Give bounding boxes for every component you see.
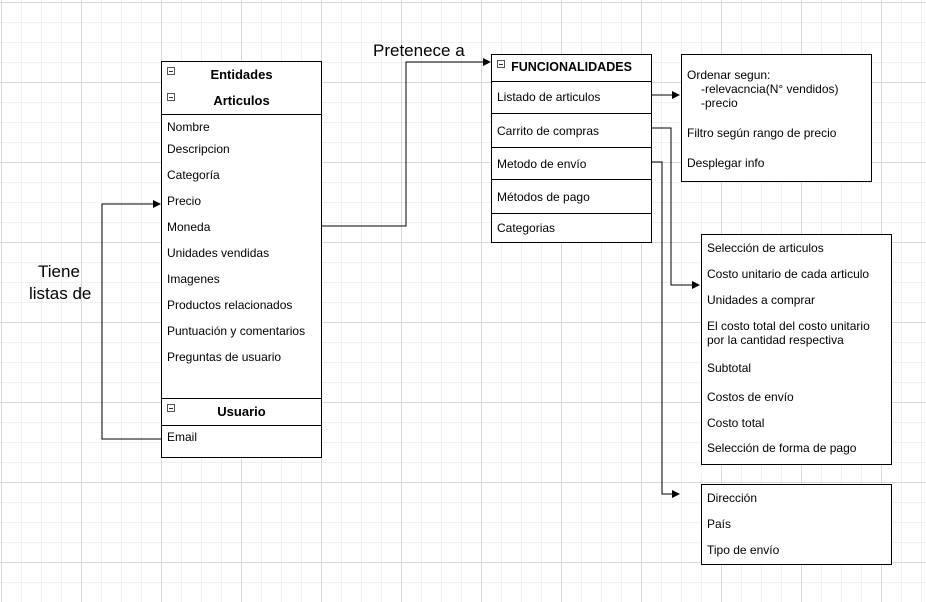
articulos-field: Categoría [167, 168, 220, 182]
shipping-detail: País [707, 517, 732, 531]
shipping-details-box[interactable]: Dirección País Tipo de envío [701, 484, 892, 565]
cart-detail: Selección de articulos [707, 241, 824, 255]
collapse-icon[interactable] [167, 93, 175, 101]
connector-usuario-to-articulos [101, 200, 162, 440]
usuario-header[interactable]: Usuario [162, 398, 321, 426]
entities-header[interactable]: Entidades [162, 62, 321, 89]
articulos-field: Productos relacionados [167, 298, 293, 312]
feature-item-pago[interactable]: Métodos de pago [492, 180, 651, 214]
cart-detail: Costos de envío [707, 390, 794, 404]
usuario-title: Usuario [217, 404, 266, 419]
articulos-field: Preguntas de usuario [167, 350, 282, 364]
listing-details-box[interactable]: Ordenar segun: -relevacncia(N° vendidos)… [681, 54, 872, 182]
cart-detail: Costo unitario de cada articulo [707, 267, 870, 281]
connector-carrito-to-details [652, 127, 700, 289]
connector-envio-to-details [652, 161, 680, 498]
listing-detail: Filtro según rango de precio [687, 126, 837, 140]
shipping-detail: Dirección [707, 491, 758, 505]
entities-title: Entidades [210, 67, 273, 82]
feature-item-listado[interactable]: Listado de articulos [492, 81, 651, 114]
features-title: FUNCIONALIDADES [511, 60, 632, 74]
features-header[interactable]: FUNCIONALIDADES [492, 55, 651, 82]
collapse-icon[interactable] [167, 404, 175, 412]
collapse-icon[interactable] [167, 67, 175, 75]
cart-detail: El costo total del costo unitario [707, 319, 870, 333]
feature-item-carrito[interactable]: Carrito de compras [492, 114, 651, 148]
feature-label: Listado de articulos [497, 90, 601, 104]
articulos-field: Moneda [167, 220, 211, 234]
feature-item-categorias[interactable]: Categorias [492, 214, 651, 242]
cart-detail: Subtotal [707, 361, 752, 375]
feature-label: Categorias [497, 221, 556, 235]
listing-detail: Ordenar segun: [687, 68, 771, 82]
articulos-field: Precio [167, 194, 202, 208]
belongs-to-label: Pretenece a [373, 41, 465, 60]
has-lists-label-line1: Tiene [38, 262, 80, 281]
articulos-field: Imagenes [167, 272, 220, 286]
cart-detail: Costo total [707, 416, 765, 430]
cart-details-box[interactable]: Selección de articulos Costo unitario de… [701, 234, 892, 465]
articulos-field: Descripcion [167, 142, 230, 156]
usuario-field: Email [167, 430, 198, 444]
shipping-detail: Tipo de envío [707, 543, 780, 557]
articulos-header[interactable]: Articulos [162, 88, 321, 115]
articulos-field: Unidades vendidas [167, 246, 270, 260]
articulos-field: Puntuación y comentarios [167, 324, 306, 338]
feature-label: Métodos de pago [497, 189, 590, 204]
articulos-title: Articulos [213, 93, 270, 108]
has-lists-label-line2: listas de [29, 284, 92, 303]
cart-detail: por la cantidad respectiva [707, 333, 844, 347]
connector-articulos-to-funcionalidades [322, 58, 491, 227]
articulos-field: Nombre [167, 120, 210, 134]
cart-detail: Selección de forma de pago [707, 441, 857, 455]
listing-detail: Desplegar info [687, 156, 765, 170]
listing-detail: -precio [701, 96, 738, 110]
feature-label: Metodo de envío [497, 156, 587, 171]
collapse-icon[interactable] [497, 60, 505, 68]
listing-detail: -relevacncia(N° vendidos) [701, 82, 839, 96]
feature-label: Carrito de compras [497, 123, 600, 138]
features-container[interactable]: FUNCIONALIDADES Listado de articulos Car… [491, 54, 652, 243]
feature-item-envio[interactable]: Metodo de envío [492, 148, 651, 180]
entities-container[interactable]: Entidades Articulos Nombre Descripcion C… [161, 61, 322, 458]
cart-detail: Unidades a comprar [707, 293, 816, 307]
